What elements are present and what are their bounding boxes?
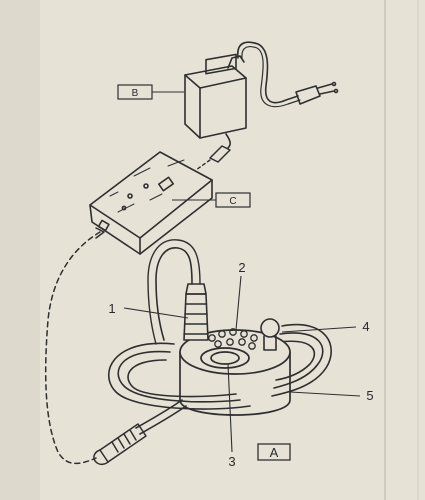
label-5: 5	[366, 388, 373, 403]
label-a: A	[270, 445, 279, 460]
vertical-cable-inner	[147, 239, 201, 345]
label-3: 3	[228, 454, 235, 469]
label-b: B	[132, 88, 139, 99]
vertical-cable	[155, 247, 193, 341]
control-box	[89, 151, 213, 255]
wall-plug	[295, 81, 339, 105]
adapter-cable-inner	[241, 46, 301, 108]
coiled-power-cable	[107, 323, 332, 410]
label-c: C	[229, 196, 236, 207]
power-adapter	[184, 53, 247, 139]
barrel-plug	[93, 423, 147, 466]
adapter-connector-dashes	[195, 159, 211, 171]
label-4: 4	[362, 319, 369, 334]
paper-left-shade	[0, 0, 40, 500]
connection-arrowhead	[95, 227, 105, 239]
label-c-box: C	[172, 192, 251, 208]
label-b-box: B	[117, 84, 184, 100]
float-sensor	[260, 318, 280, 351]
dashed-connection-line	[44, 231, 101, 465]
label-1: 1	[108, 301, 115, 316]
adapter-output-cable	[225, 133, 231, 149]
led-ring	[208, 328, 258, 350]
callout-lines	[123, 275, 361, 453]
label-2: 2	[238, 260, 245, 275]
adapter-cable	[236, 41, 299, 104]
adapter-output-connector	[209, 145, 231, 163]
cable-gland	[183, 283, 209, 341]
label-a-box: A	[257, 443, 291, 461]
